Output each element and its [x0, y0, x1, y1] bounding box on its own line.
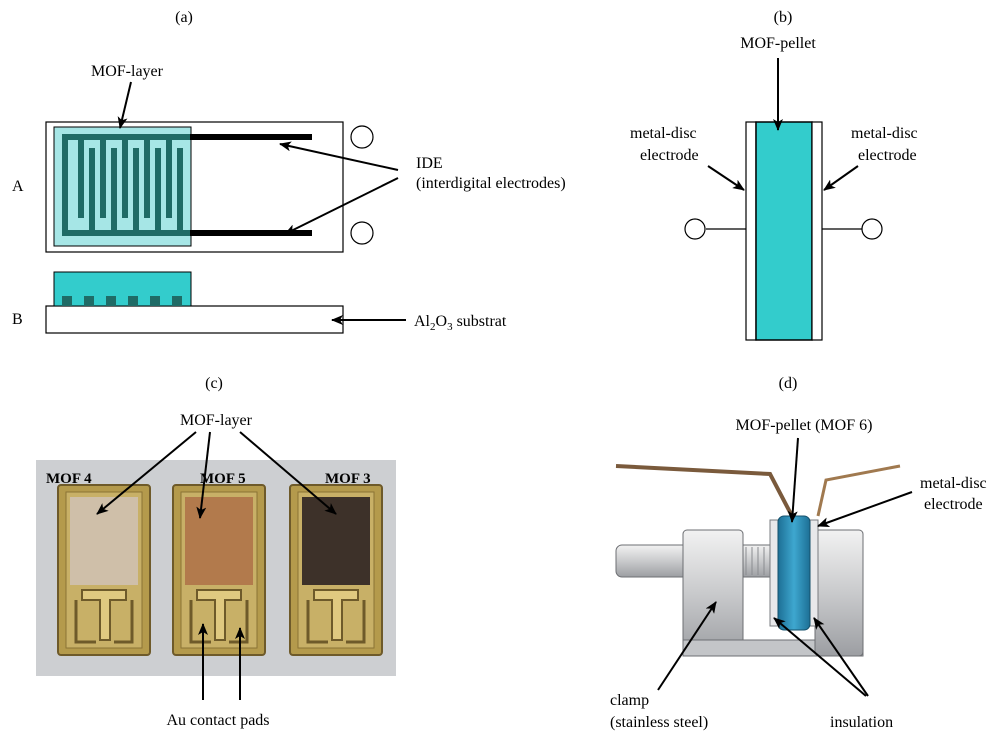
electrode-cross-sections [62, 296, 182, 306]
mof-layer-arrow-c1 [96, 431, 197, 515]
clamp-block-right [814, 529, 864, 657]
mof-layer-swatch-1 [70, 497, 138, 585]
row-a-label: A [12, 178, 24, 195]
panel-c-title: (c) [205, 375, 223, 392]
electrode-arrow-d [817, 491, 913, 527]
interdigital-electrodes [62, 134, 190, 236]
panel-b: (b) MOF-pellet metal-disc electrode meta… [630, 9, 918, 341]
ide-label-line1: IDE [416, 155, 443, 172]
mof-pellet-d [777, 515, 811, 631]
mof-layer-swatch-2 [185, 497, 253, 585]
right-electrode-line2: electrode [858, 147, 917, 164]
left-electrode-arrow [707, 165, 745, 191]
mof-layer-label-a: MOF-layer [91, 63, 164, 80]
panel-a: (a) A B [12, 9, 566, 334]
right-electrode-arrow [823, 165, 859, 191]
terminal-bottom [350, 221, 374, 245]
pellet-label-d: MOF-pellet (MOF 6) [736, 417, 873, 434]
mof-layer-arrow-c2 [196, 431, 211, 519]
panel-b-title: (b) [774, 9, 793, 26]
mof-layer-arrow-a [117, 81, 132, 129]
chip-mof-3 [289, 484, 383, 656]
disc-electrode-right-d [809, 519, 819, 627]
contact-pads-label: Au contact pads [166, 712, 269, 729]
mof-layer-side [53, 271, 192, 307]
left-terminal [684, 218, 706, 240]
left-disc-electrode [745, 121, 757, 341]
right-electrode-line1: metal-disc [851, 125, 918, 142]
disc-electrode-left-d [769, 519, 779, 627]
ide-arrow-top [279, 141, 399, 171]
lead-top [190, 134, 312, 140]
mof-layer-swatch-3 [302, 497, 370, 585]
substrate-side-view [45, 305, 344, 334]
right-wire-d [816, 464, 901, 517]
electrode-label-d-line1: metal-disc [920, 475, 987, 492]
panel-a-title: (a) [175, 9, 193, 26]
mof-pellet-b [755, 121, 813, 341]
clamp-label-line1: clamp [610, 692, 649, 709]
left-electrode-line2: electrode [640, 147, 699, 164]
clamp-arrow [657, 601, 717, 691]
insulation-arrow-2 [813, 617, 869, 697]
mof-layer-label-c: MOF-layer [180, 412, 253, 429]
sample-label-2: MOF 5 [200, 471, 246, 487]
lead-bottom [190, 230, 312, 236]
right-terminal [861, 218, 883, 240]
sample-label-3: MOF 3 [325, 471, 371, 487]
row-b-label: B [12, 311, 23, 328]
pellet-label-b: MOF-pellet [740, 35, 816, 52]
right-disc-electrode [811, 121, 823, 341]
panel-c: (c) MOF 4 MOF 5 MOF 3 MOF- [36, 375, 396, 729]
electrode-label-d-line2: electrode [924, 496, 983, 513]
panel-d-title: (d) [779, 375, 798, 392]
terminal-top [350, 125, 374, 149]
panel-d: (d) MOF-pellet (MOF 6) metal-disc electr… [610, 375, 987, 731]
pellet-arrow-d [787, 437, 799, 523]
left-electrode-line1: metal-disc [630, 125, 697, 142]
chip-mof-4 [57, 484, 151, 656]
ide-arrow-bottom [284, 177, 399, 235]
chip-mof-5 [172, 484, 266, 656]
sample-label-1: MOF 4 [46, 471, 92, 487]
left-wire-d [615, 464, 794, 517]
insulation-label: insulation [830, 714, 893, 731]
clamp-label-line2: (stainless steel) [610, 714, 708, 731]
ide-label-line2: (interdigital electrodes) [416, 175, 566, 192]
insulation-arrow-1 [773, 617, 867, 697]
substrate-label: Al2O3 substrat [414, 313, 507, 333]
mof-layer-arrow-c3 [239, 431, 337, 515]
